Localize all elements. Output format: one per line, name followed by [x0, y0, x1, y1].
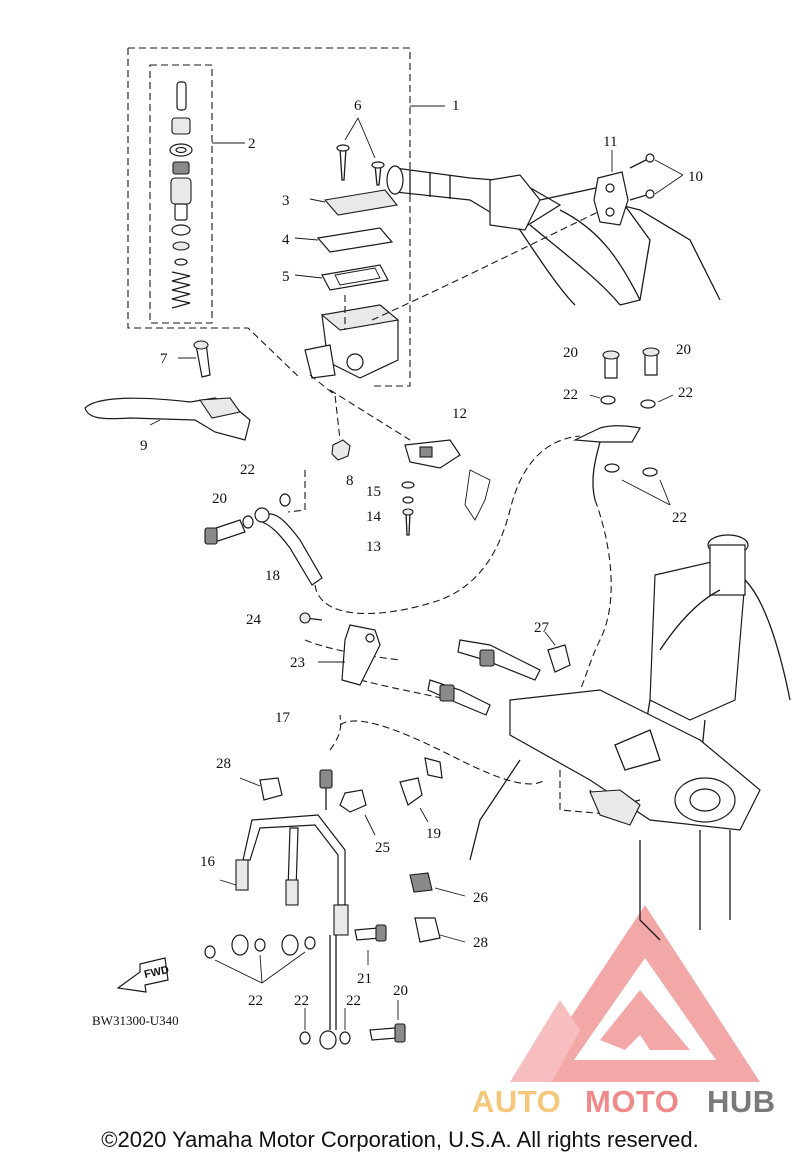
- bolt-24: [299, 612, 323, 624]
- hose-holder-23: [318, 624, 381, 686]
- callout-10: 10: [688, 169, 703, 185]
- callout-22-lower: 22: [672, 510, 687, 526]
- switch-screw-parts: [401, 481, 415, 536]
- callout-4: 4: [282, 232, 290, 248]
- callout-20-mid: 20: [563, 345, 578, 361]
- callout-25: 25: [375, 840, 390, 856]
- callout-6: 6: [354, 98, 362, 114]
- callout-28-top: 28: [216, 756, 231, 772]
- callout-3: 3: [282, 193, 290, 209]
- clip-28-top: [239, 777, 283, 801]
- callout-19: 19: [426, 826, 441, 842]
- clamp-27: [544, 631, 571, 673]
- union-bolt-21: [354, 924, 387, 965]
- clamp-19: [399, 777, 429, 823]
- master-cylinder-body: [304, 295, 400, 379]
- callout-27: 27: [534, 620, 550, 636]
- callout-28-bottom: 28: [473, 935, 488, 951]
- callout-22-bot-a: 22: [294, 993, 309, 1009]
- reservoir-cover: [309, 189, 399, 216]
- callout-17: 17: [275, 710, 291, 726]
- callout-22-hose: 22: [248, 993, 263, 1009]
- callout-20-bottom: 20: [393, 983, 408, 999]
- callout-13: 13: [366, 539, 381, 555]
- fwd-label: FWD: [143, 964, 170, 981]
- callout-8: 8: [346, 473, 354, 489]
- hose-routing-lines: [287, 211, 621, 816]
- diagram-code: BW31300-U340: [92, 1013, 179, 1028]
- clamp-25: [339, 789, 376, 836]
- clip-28-bottom: [414, 917, 466, 943]
- cover-screws: [336, 117, 385, 186]
- copyright-notice: ©2020 Yamaha Motor Corporation, U.S.A. A…: [101, 1127, 699, 1152]
- callout-21: 21: [357, 971, 372, 987]
- master-cylinder-assembly-box: [127, 47, 445, 387]
- front-fork-assembly: [469, 534, 791, 941]
- callout-11: 11: [603, 134, 617, 150]
- fwd-arrow: FWD: [116, 957, 170, 993]
- brake-hose-16: [204, 814, 351, 1050]
- callout-20-right: 20: [676, 342, 691, 358]
- clamp-26: [409, 872, 466, 897]
- callout-24: 24: [246, 612, 262, 628]
- brake-lever: [84, 397, 251, 441]
- callouts: 1 2 3 4 5 6 7 8 9 10 11 12 13 14 15 16 1…: [140, 98, 703, 1009]
- callout-22-mid: 22: [563, 387, 578, 403]
- diaphragm-plate: [294, 264, 389, 291]
- piston-kit: [169, 81, 193, 309]
- callout-22-left: 22: [240, 462, 255, 478]
- brake-hose-17: [319, 639, 541, 810]
- callout-22-right: 22: [678, 385, 693, 401]
- banjo-bolts-right: [572, 347, 674, 506]
- callout-5: 5: [282, 269, 290, 285]
- callout-2: 2: [248, 136, 256, 152]
- handlebar: [386, 165, 721, 306]
- callout-14: 14: [366, 509, 382, 525]
- callout-18: 18: [265, 568, 280, 584]
- callout-23: 23: [290, 655, 305, 671]
- callout-16: 16: [200, 854, 216, 870]
- callout-9: 9: [140, 438, 148, 454]
- callout-7: 7: [160, 351, 168, 367]
- callout-20-left: 20: [212, 491, 227, 507]
- banjo-bolt-20-left: [204, 493, 291, 545]
- callout-1: 1: [452, 98, 460, 114]
- watermark-wordmark: AUTO MOTO HUB: [472, 1084, 776, 1119]
- lever-nut: [331, 439, 351, 461]
- diaphragm: [294, 227, 394, 253]
- watermark-moto: MOTO: [585, 1084, 679, 1119]
- master-cylinder-holder: [593, 150, 629, 226]
- callout-26: 26: [473, 890, 489, 906]
- brake-hose-18: [254, 507, 323, 586]
- callout-15: 15: [366, 484, 381, 500]
- union-bolt-20-bottom: [369, 1000, 406, 1043]
- holder-bolts: [629, 153, 684, 201]
- watermark-auto: AUTO: [472, 1084, 561, 1119]
- callout-22-bot-b: 22: [346, 993, 361, 1009]
- lever-pivot-bolt: [178, 340, 211, 378]
- callout-12: 12: [452, 406, 467, 422]
- watermark-logo: [510, 905, 760, 1082]
- brake-switch: [404, 439, 491, 521]
- watermark-hub: HUB: [707, 1084, 776, 1119]
